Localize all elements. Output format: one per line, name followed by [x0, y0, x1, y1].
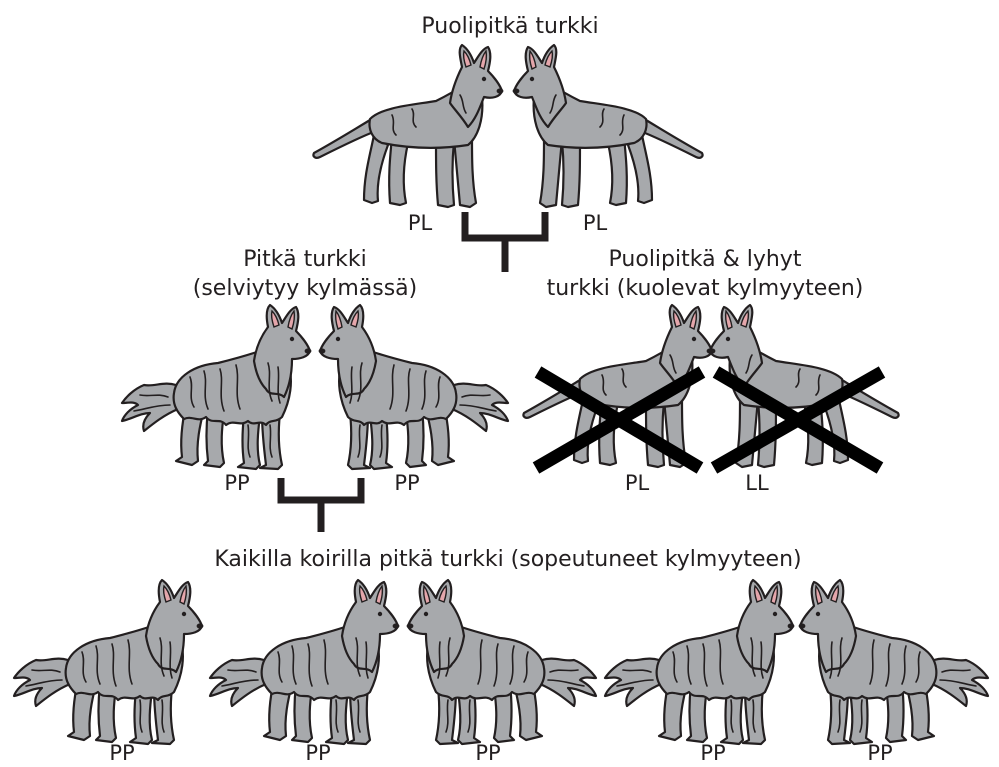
gen1-cross-bracket [465, 212, 545, 238]
gen2-left-title-line1: Pitkä turkki [243, 247, 367, 272]
parent-dog-left [313, 45, 503, 207]
gen1-left-genotype: PL [408, 211, 433, 235]
gen2-dog-1-long [122, 305, 311, 469]
parent-dog-right [513, 45, 703, 207]
bottom-title: Kaikilla koirilla pitkä turkki (sopeutun… [214, 547, 801, 572]
gen3-dog-3 [407, 580, 596, 744]
gen2-dog-3-genotype: PL [625, 471, 650, 495]
gen3-dog-2-genotype: PP [305, 741, 330, 765]
gen3-dog-1-genotype: PP [109, 741, 134, 765]
gen3-dog-3-genotype: PP [475, 741, 500, 765]
gen2-left-title-line2: (selviytyy kylmässä) [193, 276, 418, 301]
gen2-right-title-line1: Puolipitkä & lyhyt [609, 247, 802, 272]
gen1-right-genotype: PL [583, 211, 608, 235]
gen3-dog-5 [799, 580, 988, 744]
gen2-dog-4-genotype: LL [745, 471, 769, 495]
gen2-cross-bracket [281, 478, 361, 500]
gen2-right-title-line2: turkki (kuolevat kylmyyteen) [547, 276, 864, 301]
gen2-dog-2-long [319, 305, 508, 469]
gen2-dog-2-genotype: PP [394, 471, 419, 495]
gen2-dog-1-genotype: PP [224, 471, 249, 495]
gen3-dog-2 [210, 580, 399, 744]
gen3-dog-4 [605, 580, 794, 744]
gen3-dog-5-genotype: PP [867, 741, 892, 765]
gen3-dog-4-genotype: PP [700, 741, 725, 765]
gen3-dog-1 [14, 580, 203, 744]
top-title: Puolipitkä turkki [421, 14, 598, 39]
